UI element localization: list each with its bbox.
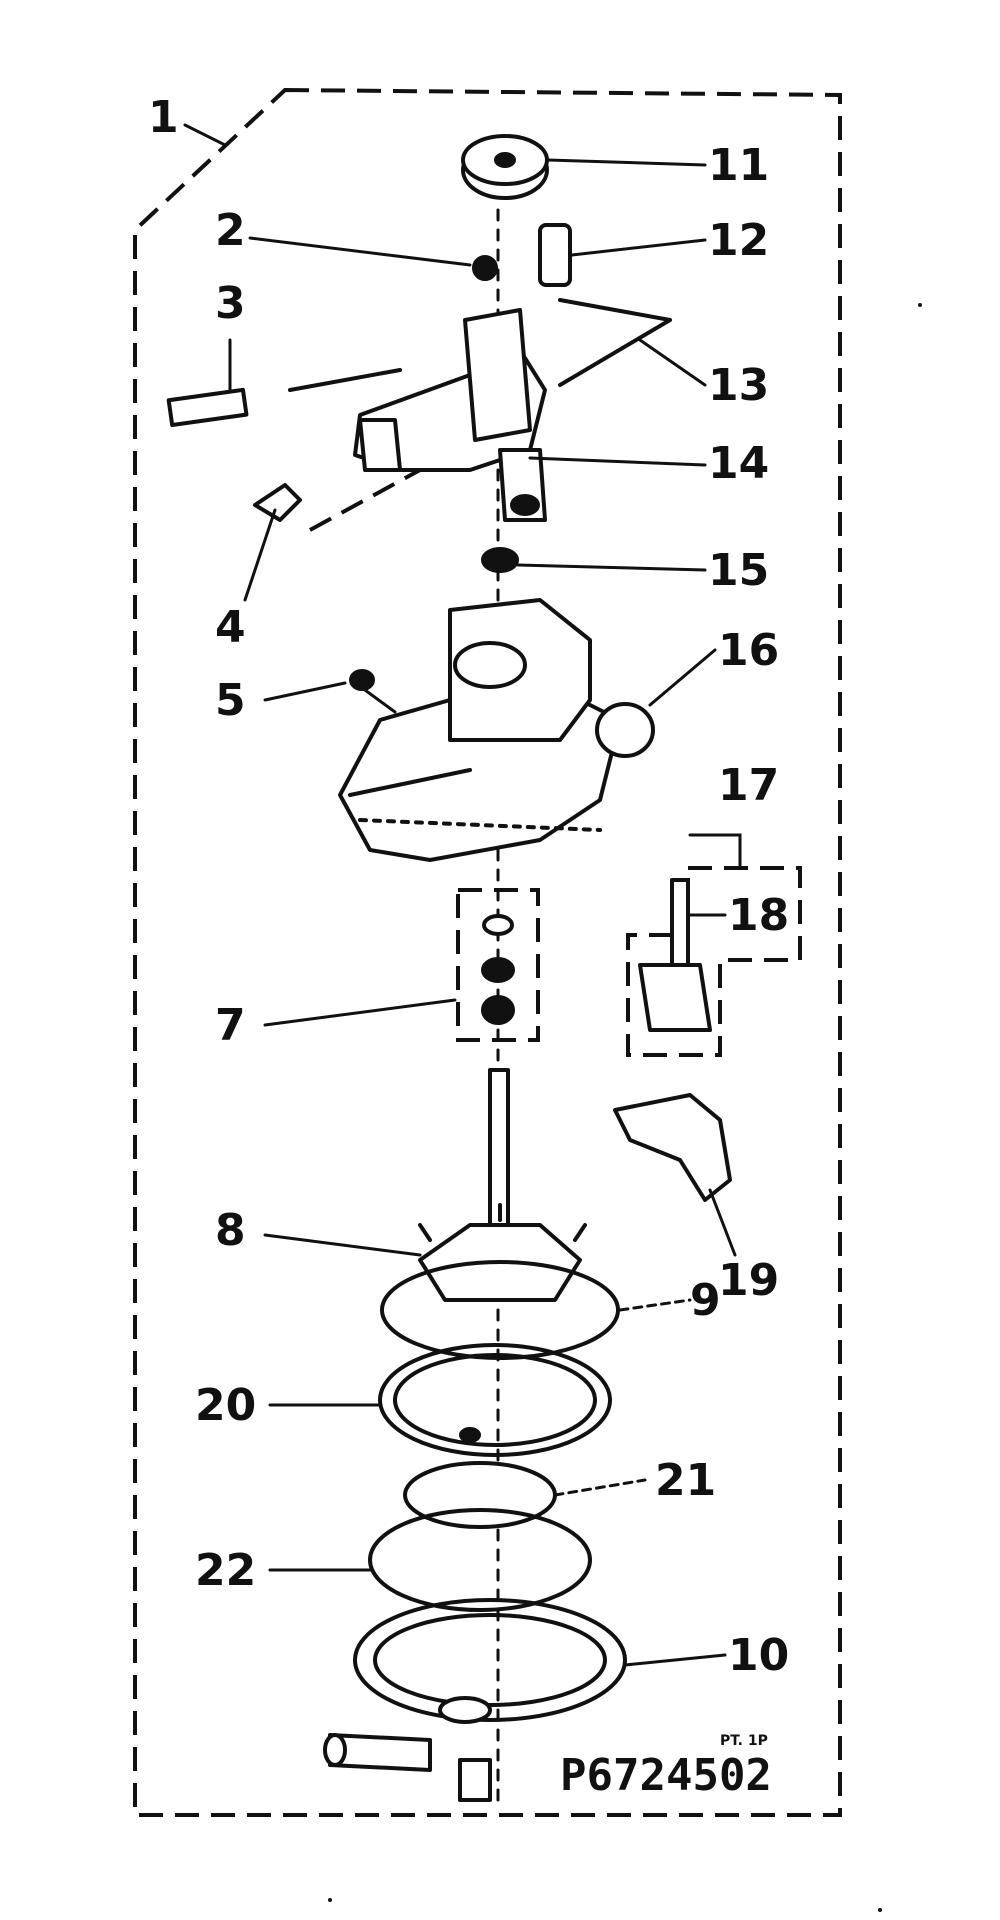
part-seal-22 — [368, 1508, 592, 1612]
callout-8: 8 — [215, 1205, 246, 1256]
part-seal-stack — [481, 914, 515, 1025]
callout-5: 5 — [215, 675, 246, 726]
part-gearcase-base — [323, 1598, 627, 1802]
callout-19: 19 — [718, 1255, 779, 1306]
callout-4: 4 — [215, 602, 246, 653]
callout-18: 18 — [728, 890, 789, 941]
callout-21: 21 — [655, 1455, 716, 1506]
part-nut — [472, 255, 498, 281]
part-pin-assembly — [638, 878, 712, 1032]
group-17-bracket — [688, 833, 742, 867]
part-spring — [538, 223, 572, 287]
leader-lines — [183, 123, 737, 1667]
part-actuator-assembly — [288, 308, 547, 522]
callout-17: 17 — [718, 760, 779, 811]
callout-10: 10 — [728, 1630, 789, 1681]
callout-20: 20 — [195, 1380, 256, 1431]
part-plug — [349, 669, 375, 691]
part-shift-cam — [613, 1093, 732, 1202]
part-ring-20 — [378, 1343, 612, 1457]
callout-12: 12 — [708, 215, 769, 266]
callout-16: 16 — [718, 625, 779, 676]
callout-3: 3 — [215, 278, 246, 329]
part-washer — [481, 547, 519, 573]
part-rod — [558, 298, 672, 387]
part-pulley — [461, 134, 549, 200]
callout-22: 22 — [195, 1545, 256, 1596]
group-17-box — [626, 866, 802, 1057]
callout-14: 14 — [708, 438, 769, 489]
callout-7: 7 — [215, 1000, 246, 1051]
part-number: P6724502 — [560, 1750, 772, 1801]
callout-15: 15 — [708, 545, 769, 596]
callout-1: 1 — [148, 92, 179, 143]
part-clip — [166, 387, 249, 428]
callout-11: 11 — [708, 140, 769, 191]
callout-2: 2 — [215, 205, 246, 256]
callout-9: 9 — [690, 1275, 721, 1326]
callout-13: 13 — [708, 360, 769, 411]
part-ring-9 — [380, 1260, 620, 1360]
part-gear-case — [338, 598, 655, 862]
part-bracket — [253, 483, 302, 522]
small-mark: PT. 1P — [720, 1733, 768, 1749]
